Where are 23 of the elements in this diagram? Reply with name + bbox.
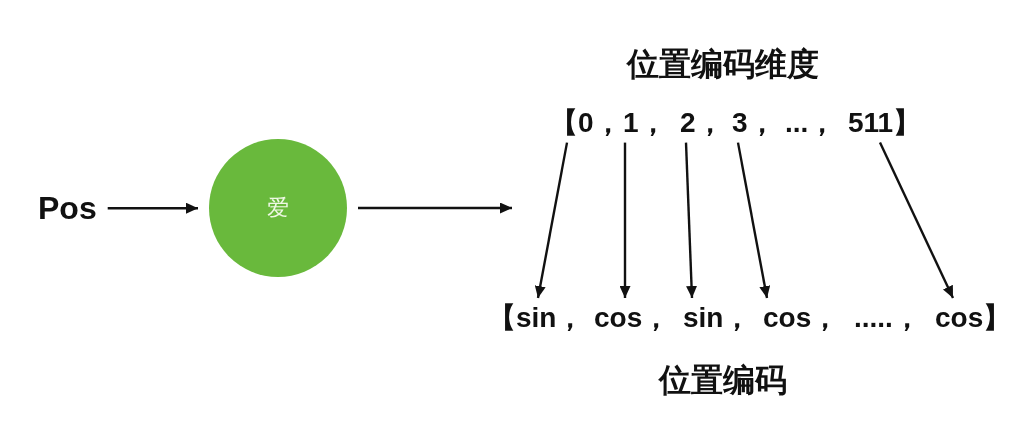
heading: 位置编码维度: [627, 45, 819, 84]
index-label: 【0，: [550, 106, 622, 140]
index-label: 511】: [848, 106, 922, 140]
arrow: [878, 142, 955, 299]
input-label: Pos: [38, 189, 97, 228]
caption: 位置编码: [659, 361, 787, 400]
function-label: cos，: [763, 301, 840, 335]
index-label: 1，: [623, 106, 667, 140]
arrow: [358, 202, 512, 214]
arrow: [107, 202, 198, 214]
character-label: 爱: [267, 194, 289, 222]
arrow: [684, 142, 698, 299]
arrow: [736, 142, 771, 299]
function-label: sin，: [683, 301, 752, 335]
function-label: cos，: [594, 301, 671, 335]
ellipsis-text: .....，: [854, 301, 921, 335]
ellipsis-text: ...，: [785, 106, 837, 140]
function-label: cos】: [935, 301, 1012, 335]
arrow: [619, 142, 631, 298]
arrow: [534, 142, 569, 299]
function-label: 【sin，: [488, 301, 585, 335]
index-label: 2，: [680, 106, 724, 140]
index-label: 3，: [732, 106, 776, 140]
